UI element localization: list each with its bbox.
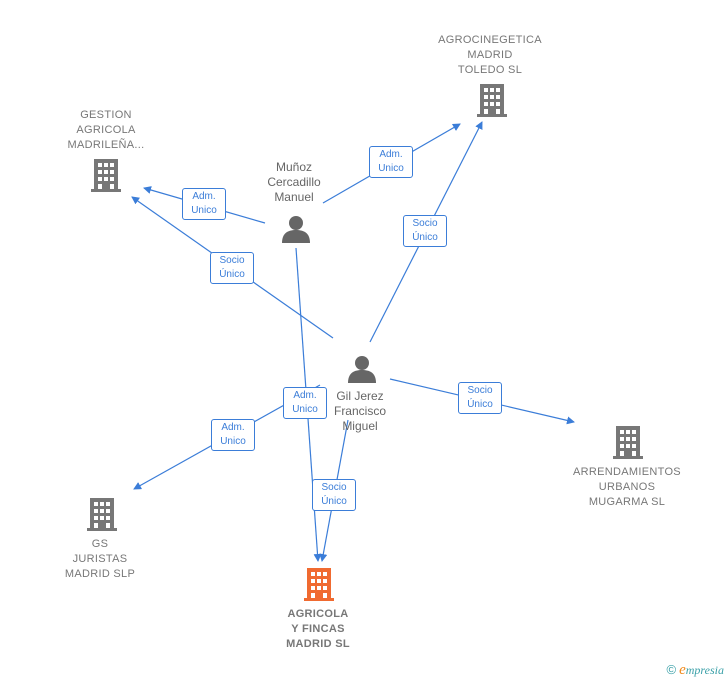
edge-label-gil-to-agricola[interactable]: Socio Único (312, 479, 356, 511)
munoz-person-icon[interactable] (282, 216, 310, 243)
agricola-building-icon[interactable] (304, 568, 334, 601)
edge-label-gil-to-gs[interactable]: Adm. Unico (211, 419, 255, 451)
munoz-label[interactable]: Muñoz Cercadillo Manuel (267, 160, 321, 204)
edge-label-gil-to-gestion[interactable]: Socio Único (210, 252, 254, 284)
edge-label-gil-to-arrendamientos[interactable]: Socio Único (458, 382, 502, 414)
gil-label[interactable]: Gil Jerez Francisco Miguel (333, 389, 386, 433)
copyright-symbol: © (666, 662, 677, 677)
brand-initial: e (679, 662, 686, 678)
edge-label-munoz-to-gestion[interactable]: Adm. Unico (182, 188, 226, 220)
edge-label-munoz-to-agricola[interactable]: Adm. Unico (283, 387, 327, 419)
gestion-label[interactable]: GESTION AGRICOLA MADRILEÑA... (67, 109, 145, 151)
gil-person-icon[interactable] (348, 356, 376, 383)
edge-label-gil-to-agrocinegetica[interactable]: Socio Único (403, 215, 447, 247)
gestion-building-icon[interactable] (91, 159, 121, 192)
gs-label[interactable]: GS JURISTAS MADRID SLP (64, 538, 136, 580)
nodes-layer (87, 84, 643, 601)
edge-label-munoz-to-agrocinegetica[interactable]: Adm. Unico (369, 146, 413, 178)
agrocinegetica-label[interactable]: AGROCINEGETICA MADRID TOLEDO SL (438, 34, 542, 76)
brand-name: mpresia (685, 663, 724, 677)
agricola-label[interactable]: AGRICOLA Y FINCAS MADRID SL (286, 608, 350, 650)
empresia-watermark: ©empresia (667, 662, 725, 679)
agrocinegetica-building-icon[interactable] (477, 84, 507, 117)
arrendamientos-label[interactable]: ARRENDAMIENTOS URBANOS MUGARMA SL (573, 466, 681, 508)
gs-building-icon[interactable] (87, 498, 117, 531)
arrendamientos-building-icon[interactable] (613, 426, 643, 459)
